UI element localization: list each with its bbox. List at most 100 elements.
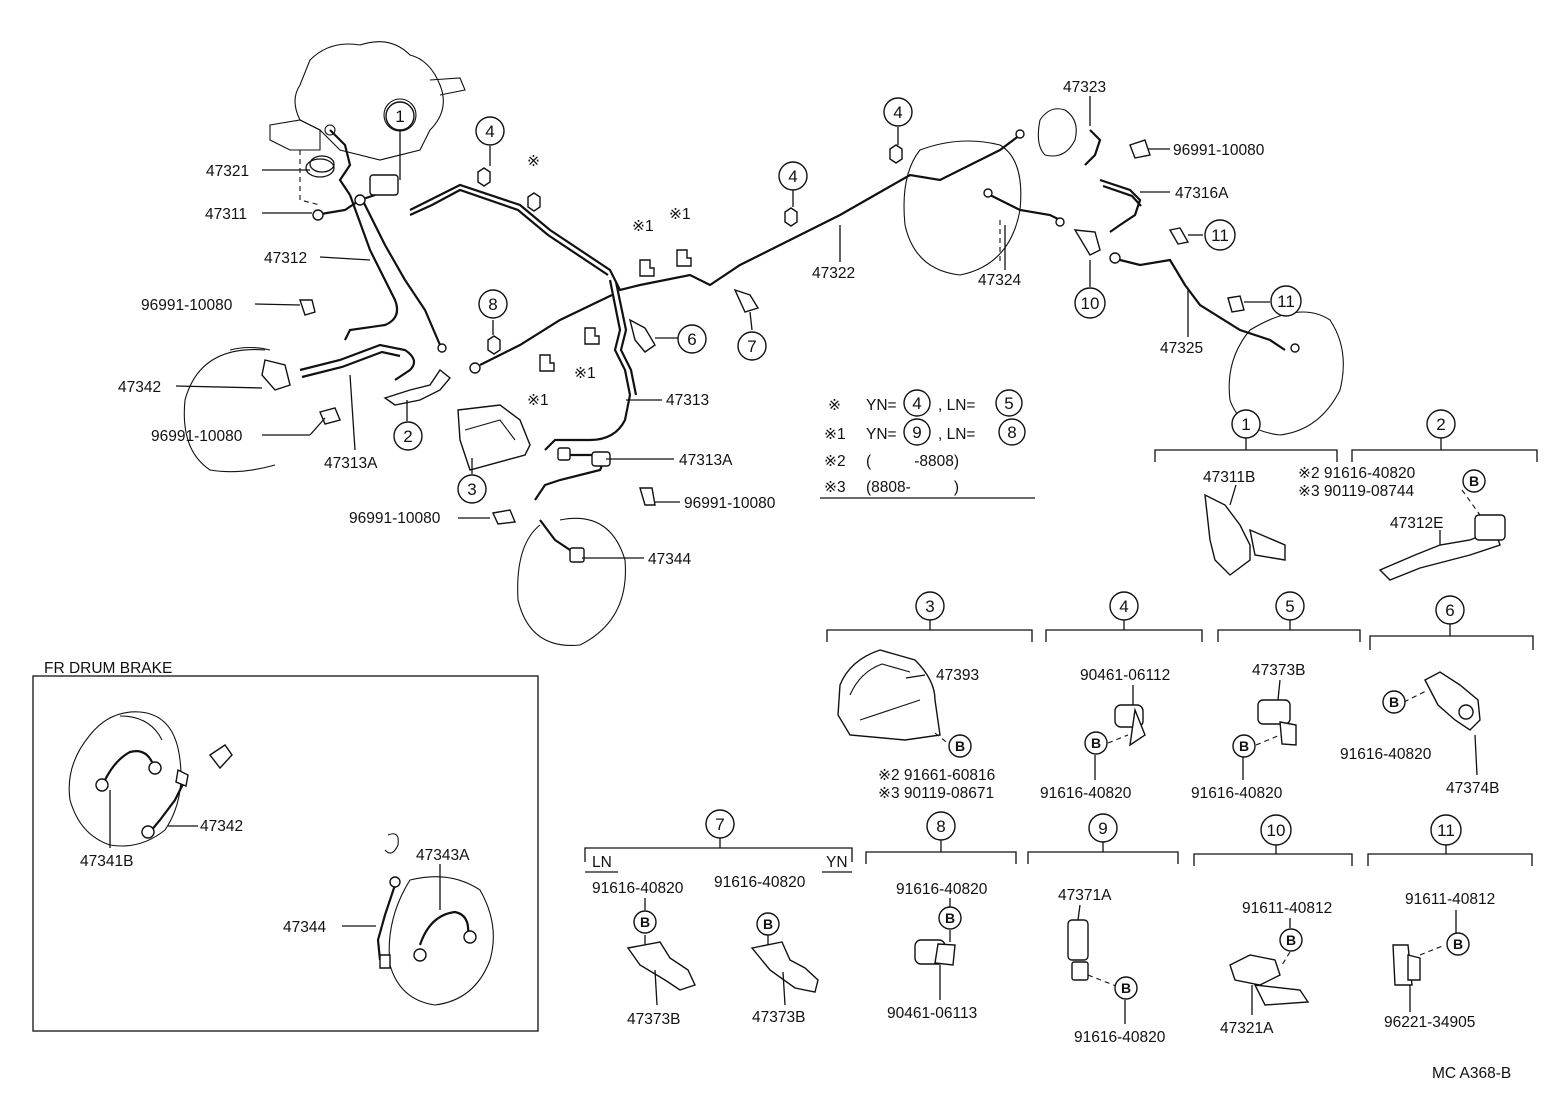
d4-bot: 91616-40820 — [1040, 785, 1132, 802]
callout-3-detail: 3 — [915, 591, 945, 621]
bolt-marker-d9: B — [1114, 976, 1138, 1000]
svg-text:4: 4 — [788, 167, 797, 186]
svg-text:8: 8 — [488, 295, 497, 314]
legend-r1-c1: 4 — [912, 394, 921, 413]
d7-line1: 91616-40820 — [592, 880, 684, 897]
d8-top: 91616-40820 — [896, 881, 988, 898]
legend-r4-mark: ※3 — [824, 479, 846, 496]
callout-10-detail: 10 — [1260, 814, 1292, 846]
d11-bot: 96221-34905 — [1384, 1014, 1475, 1031]
bolt-marker-d6: B — [1382, 690, 1406, 714]
d8-bot: 90461-06113 — [887, 1005, 977, 1022]
callout-11-detail: 11 — [1430, 814, 1462, 846]
label-47325: 47325 — [1160, 340, 1203, 357]
d9-top: 47371A — [1058, 887, 1112, 904]
svg-text:5: 5 — [1285, 597, 1294, 616]
callout-5-detail: 5 — [1275, 591, 1305, 621]
d7-ln: LN — [592, 854, 612, 871]
d9-bot: 91616-40820 — [1074, 1029, 1166, 1046]
svg-text:B: B — [1469, 473, 1479, 489]
diagram-code: MC A368-B — [1432, 1065, 1511, 1082]
callout-10-a: 10 — [1074, 287, 1106, 319]
part-labels: 47321 47311 47312 96991-10080 47342 9699… — [118, 79, 1265, 568]
label-asterisk: ※ — [527, 153, 540, 170]
d2-part: 47312E — [1390, 515, 1443, 532]
label-47323: 47323 — [1063, 79, 1106, 96]
callout-1-a: 1 — [385, 101, 415, 131]
label-96991-d: 96991-10080 — [349, 510, 441, 527]
inset-47344: 47344 — [283, 919, 326, 936]
svg-text:6: 6 — [687, 330, 696, 349]
legend-r1-mark: ※ — [828, 397, 841, 414]
svg-text:6: 6 — [1445, 601, 1454, 620]
d7-bot1: 47373B — [627, 1011, 680, 1028]
d11-top: 91611-40812 — [1405, 891, 1495, 908]
label-47312: 47312 — [264, 250, 307, 267]
callout-8-a: 8 — [478, 289, 508, 319]
callout-3-a: 3 — [457, 474, 487, 504]
d7-line2: 91616-40820 — [714, 874, 806, 891]
label-47321: 47321 — [206, 163, 249, 180]
legend-r2-c2: 8 — [1007, 423, 1016, 442]
svg-text:7: 7 — [715, 815, 724, 834]
inset-frame — [32, 675, 539, 1032]
svg-text:7: 7 — [747, 337, 756, 356]
bolt-marker-d5: B — [1232, 734, 1256, 758]
d2-line2: ※3 90119-08744 — [1298, 483, 1415, 500]
label-47322: 47322 — [812, 265, 855, 282]
inset-shapes — [68, 711, 494, 1006]
label-96991-a: 96991-10080 — [141, 297, 233, 314]
legend: ※ YN= 4 , LN= 5 ※1 YN= 9 , LN= 8 ※2 ( -8… — [824, 389, 1026, 496]
bolt-marker-d8: B — [938, 906, 962, 930]
label-47344: 47344 — [648, 551, 691, 568]
callout-6-a: 6 — [677, 324, 707, 354]
legend-r4-text: (8808- ) — [866, 479, 959, 496]
callout-8-detail: 8 — [926, 811, 956, 841]
label-47342: 47342 — [118, 379, 161, 396]
callout-2-a: 2 — [393, 421, 423, 451]
legend-r3-text: ( -8808) — [866, 453, 959, 470]
callout-7-detail: 7 — [705, 809, 735, 839]
svg-text:10: 10 — [1081, 294, 1100, 313]
svg-text:3: 3 — [925, 597, 934, 616]
callout-4-detail: 4 — [1109, 591, 1139, 621]
callout-7-a: 7 — [737, 331, 767, 361]
bolt-marker-d3: B — [948, 734, 972, 758]
callout-11-a: 11 — [1204, 219, 1236, 251]
d6-left: 91616-40820 — [1340, 746, 1432, 763]
d6-bot: 47374B — [1446, 780, 1499, 797]
svg-text:8: 8 — [936, 817, 945, 836]
inset-title: FR DRUM BRAKE — [44, 660, 172, 677]
inset-47341B: 47341B — [80, 853, 133, 870]
d3-line1: ※2 91661-60816 — [878, 767, 995, 784]
label-47311: 47311 — [205, 206, 247, 223]
bolt-marker-d2: B — [1462, 469, 1486, 493]
callout-6-detail: 6 — [1435, 595, 1465, 625]
inset-47343A: 47343A — [416, 847, 470, 864]
callouts: 1 2 3 4 4 4 8 6 7 10 11 11 1 2 3 4 5 6 7… — [385, 97, 1486, 1000]
label-47313: 47313 — [666, 392, 709, 409]
label-96991-c: 96991-10080 — [684, 495, 776, 512]
legend-r2-c1: 9 — [912, 423, 921, 442]
svg-text:B: B — [955, 738, 965, 754]
label-asterisk1-b: ※1 — [669, 206, 691, 223]
svg-text:4: 4 — [485, 122, 494, 141]
bolt-marker-d7a: B — [633, 910, 657, 934]
svg-text:B: B — [640, 914, 650, 930]
legend-r1-c2: 5 — [1004, 394, 1013, 413]
brake-lines — [299, 129, 1025, 563]
svg-text:B: B — [1286, 932, 1296, 948]
svg-text:B: B — [1453, 936, 1463, 952]
detail-brackets — [584, 438, 1538, 873]
label-asterisk1-c: ※1 — [574, 365, 596, 382]
callout-11-b: 11 — [1270, 285, 1302, 317]
legend-r3-mark: ※2 — [824, 453, 846, 470]
label-asterisk1-d: ※1 — [527, 392, 549, 409]
d5-top: 47373B — [1252, 662, 1305, 679]
callout-9-detail: 9 — [1088, 813, 1118, 843]
legend-r1-yn: YN= — [866, 397, 897, 414]
legend-r2-yn: YN= — [866, 426, 897, 443]
callout-4-b: 4 — [778, 161, 808, 191]
svg-text:2: 2 — [403, 427, 412, 446]
